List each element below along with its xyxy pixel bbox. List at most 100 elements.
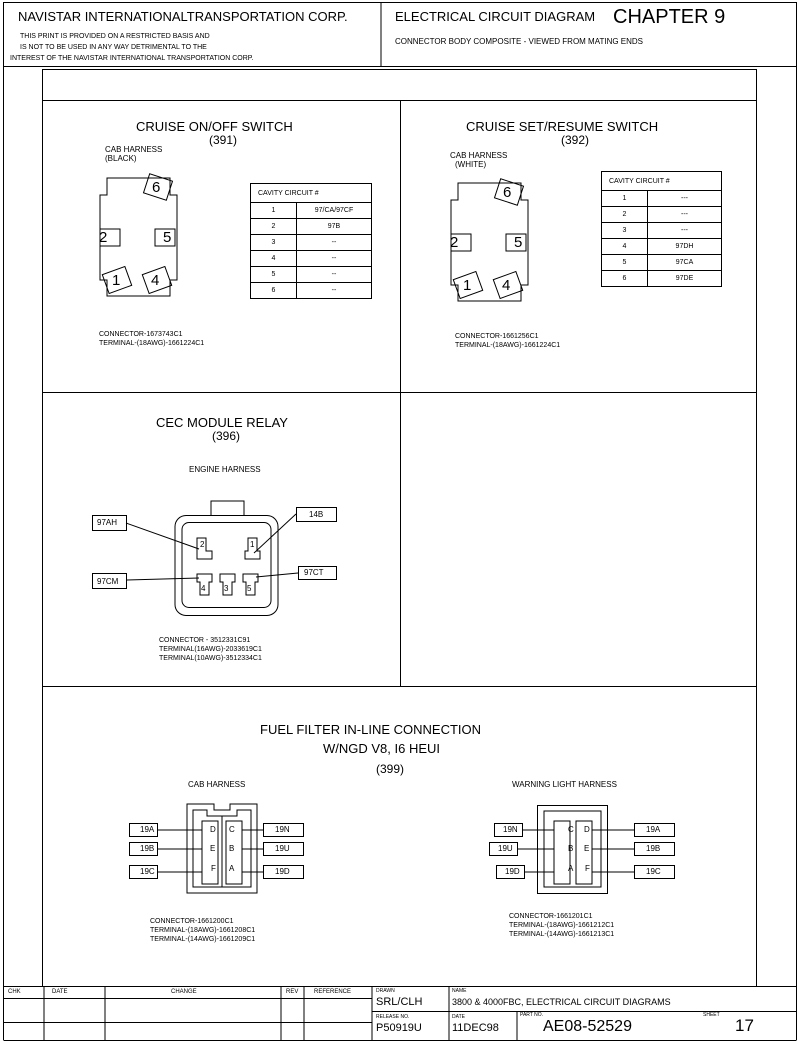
warn-pin-d: D [584, 825, 590, 834]
fuel-filter-subtitle: W/NGD V8, I6 HEUI [323, 741, 441, 756]
warn-label-19b: 19B [646, 844, 661, 853]
cec-relay-title: CEC MODULE RELAY [156, 415, 288, 430]
cruise-onoff-title: CRUISE ON/OFF SWITCH [136, 119, 293, 134]
warn-pin-b: B [568, 844, 574, 853]
company-name: NAVISTAR INTERNATIONALTRANSPORTATION COR… [18, 9, 348, 24]
fuel-filter-title: FUEL FILTER IN-LINE CONNECTION [260, 722, 482, 737]
cruise-onoff-harness-color: (BLACK) [105, 154, 137, 163]
cab-label-19d: 19D [275, 867, 290, 876]
drawing-name: 3800 & 4000FBC, ELECTRICAL CIRCUIT DIAGR… [452, 997, 671, 1007]
cab-pin-e: E [210, 844, 216, 853]
warning-harness-label: WARNING LIGHT HARNESS [512, 780, 617, 789]
pin-6: 6 [152, 179, 161, 196]
change-label: CHANGE [171, 989, 197, 995]
cruise-setresume-harness: CAB HARNESS [450, 151, 508, 160]
pin-4: 4 [502, 277, 511, 294]
table-row: 2--- [601, 206, 722, 223]
cab-terminal-1: TERMINAL-(18AWG)-1661208C1 [150, 927, 256, 934]
relay-pin-5: 5 [247, 584, 252, 593]
warn-terminal-2: TERMINAL-(14AWG)-1661213C1 [509, 931, 615, 938]
table-row: 4-- [250, 250, 372, 267]
part-number: AE08-52529 [543, 1018, 632, 1035]
relay-pin-1: 1 [250, 540, 255, 549]
cruise-setresume-terminal-pn: TERMINAL-(18AWG)-1661224C1 [455, 342, 561, 349]
notice-line-1: THIS PRINT IS PROVIDED ON A RESTRICTED B… [20, 33, 210, 40]
rev-label: REV [286, 989, 299, 995]
warn-pin-a: A [568, 864, 574, 873]
cruise-onoff-number: (391) [209, 133, 238, 147]
table-row: 5-- [250, 266, 372, 283]
cec-relay-terminal-1: TERMINAL(16AWG)-2033619C1 [159, 646, 262, 653]
pin-5: 5 [163, 229, 172, 246]
cab-connector-pn: CONNECTOR-1661200C1 [150, 918, 234, 925]
pin-2: 2 [450, 234, 459, 251]
cec-relay-harness: ENGINE HARNESS [189, 465, 261, 474]
reference-label: REFERENCE [314, 989, 352, 995]
relay-pin-4: 4 [201, 584, 206, 593]
cruise-onoff-connector-pn: CONNECTOR-1673743C1 [99, 331, 183, 338]
drawn-by: SRL/CLH [376, 996, 423, 1008]
warn-pin-e: E [584, 844, 590, 853]
cab-label-19c: 19C [140, 867, 155, 876]
name-label: NAME [452, 988, 467, 994]
warn-pin-f: F [585, 864, 590, 873]
release-number: P50919U [376, 1022, 422, 1034]
part-label: PART NO. [520, 1012, 544, 1018]
diagram-title: ELECTRICAL CIRCUIT DIAGRAM [395, 9, 596, 24]
wire-label-97cm: 97CM [97, 577, 119, 586]
cab-label-19a: 19A [140, 825, 155, 834]
pin-2: 2 [99, 229, 108, 246]
cab-label-19b: 19B [140, 844, 155, 853]
relay-pin-2: 2 [200, 540, 205, 549]
pin-1: 1 [463, 277, 472, 294]
notice-line-2: IS NOT TO BE USED IN ANY WAY DETRIMENTAL… [20, 44, 207, 51]
cab-pin-b: B [229, 844, 235, 853]
cruise-setresume-connector-pn: CONNECTOR-1661256C1 [455, 333, 539, 340]
cab-terminal-2: TERMINAL-(14AWG)-1661209C1 [150, 936, 256, 943]
warn-connector-pn: CONNECTOR-1661201C1 [509, 913, 593, 920]
pin-1: 1 [112, 272, 121, 289]
table-row: 1--- [601, 190, 722, 207]
warn-pin-c: C [568, 825, 574, 834]
pin-5: 5 [514, 234, 523, 251]
warn-label-19d: 19D [505, 867, 520, 876]
cab-pin-a: A [229, 864, 235, 873]
wire-label-97ct: 97CT [304, 568, 324, 577]
sheet-label: SHEET [703, 1012, 720, 1018]
wire-label-97ah: 97AH [97, 518, 118, 527]
cec-relay-connector-pn: CONNECTOR - 3512331C91 [159, 637, 251, 644]
warn-terminal-1: TERMINAL-(18AWG)-1661212C1 [509, 922, 615, 929]
release-label: RELEASE NO. [376, 1014, 410, 1020]
pin-4: 4 [151, 272, 160, 289]
warn-label-19u: 19U [498, 844, 513, 853]
drawn-label: DRAWN [376, 988, 395, 994]
cruise-setresume-number: (392) [561, 133, 590, 147]
release-date: 11DEC98 [452, 1022, 499, 1034]
cec-relay-terminal-2: TERMINAL(10AWG)-3512334C1 [159, 655, 262, 662]
cab-pin-f: F [211, 864, 216, 873]
cab-label-19n: 19N [275, 825, 290, 834]
diagram-subtitle: CONNECTOR BODY COMPOSITE - VIEWED FROM M… [395, 37, 644, 46]
warn-label-19n: 19N [503, 825, 518, 834]
warn-label-19c: 19C [646, 867, 661, 876]
chk-label: CHK [8, 989, 21, 995]
cab-label-19u: 19U [275, 844, 290, 853]
relay-pin-3: 3 [224, 584, 229, 593]
cab-pin-c: C [229, 825, 235, 834]
table-row: 6-- [250, 282, 372, 299]
cruise-setresume-title: CRUISE SET/RESUME SWITCH [466, 119, 659, 134]
cab-harness-label: CAB HARNESS [188, 780, 246, 789]
table-row: 3-- [250, 234, 372, 251]
cruise-setresume-harness-color: (WHITE) [455, 160, 487, 169]
pin-6: 6 [503, 184, 512, 201]
notice-line-3: INTEREST OF THE NAVISTAR INTERNATIONAL T… [10, 55, 254, 62]
sheet-number: 17 [735, 1016, 754, 1035]
cec-relay-number: (396) [212, 429, 241, 443]
